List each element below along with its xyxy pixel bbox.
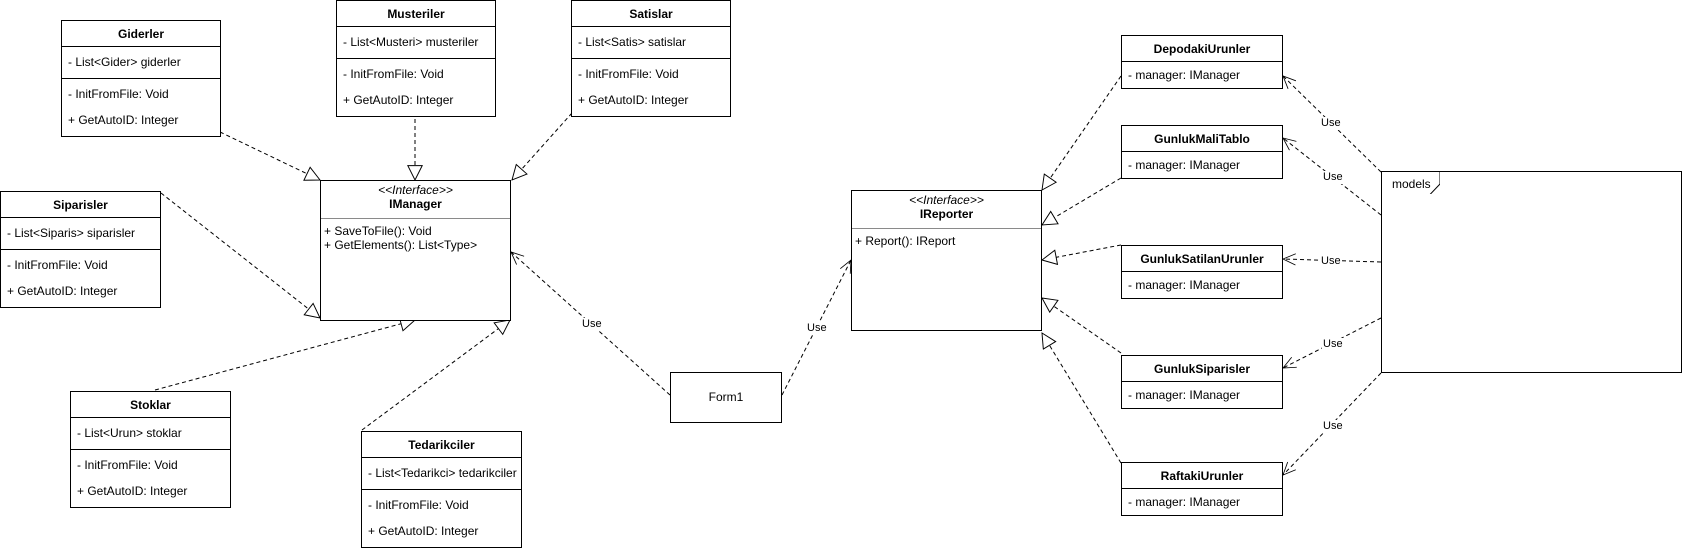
class-gunluk-mali-tablo[interactable]: GunlukMaliTablo - manager: IManager — [1121, 125, 1283, 179]
method: + GetAutoID: Integer — [68, 113, 179, 127]
frame-tab — [1382, 172, 1440, 194]
method: + GetElements(): List<Type> — [324, 238, 478, 252]
edge-satilan-ireporter — [1042, 244, 1122, 260]
edge-malitablo-ireporter — [1042, 177, 1122, 225]
edge-giderler-imanager — [219, 131, 320, 180]
class-name: Stoklar — [71, 392, 230, 418]
method: + GetAutoID: Integer — [343, 93, 454, 107]
class-musteriler[interactable]: Musteriler - List<Musteri> musteriler - … — [336, 0, 496, 117]
attribute: - List<Gider> giderler — [68, 55, 181, 69]
edge-form1-ireporter — [781, 260, 851, 396]
class-name: Siparisler — [1, 192, 160, 218]
edge-raftaki-ireporter — [1042, 333, 1122, 464]
class-tedarikciler[interactable]: Tedarikciler - List<Tedarikci> tedarikci… — [361, 431, 522, 548]
interface-imanager[interactable]: <<Interface>> IManager + SaveToFile(): V… — [320, 180, 511, 321]
separator — [852, 228, 1041, 229]
models-frame[interactable]: models — [1381, 171, 1682, 373]
edge-gunluksiparis-ireporter — [1042, 298, 1122, 354]
class-name: Musteriler — [337, 1, 495, 27]
class-gunluk-satilan-urunler[interactable]: GunlukSatilanUrunler - manager: IManager — [1121, 245, 1283, 299]
attribute: - manager: IManager — [1128, 495, 1241, 509]
class-name: Satislar — [572, 1, 730, 27]
method: + GetAutoID: Integer — [368, 524, 479, 538]
method: - InitFromFile: Void — [7, 258, 108, 272]
separator — [321, 218, 510, 219]
edge-label-use-malitablo: Use — [1322, 171, 1344, 184]
stereotype: <<Interface>> — [378, 183, 453, 197]
class-raftaki-urunler[interactable]: RaftakiUrunler - manager: IManager — [1121, 462, 1283, 516]
method: - InitFromFile: Void — [343, 67, 444, 81]
edge-tedarikciler-imanager — [361, 320, 510, 431]
edge-models-gunluksiparis — [1283, 317, 1382, 368]
edge-label-use-form1-ireporter: Use — [806, 322, 828, 335]
interface-name: IReporter — [919, 207, 974, 221]
method: + GetAutoID: Integer — [7, 284, 118, 298]
method: + Report(): IReport — [855, 234, 956, 248]
class-name: RaftakiUrunler — [1122, 463, 1282, 489]
edge-models-depodaki — [1283, 76, 1382, 173]
edge-label-use-form1-imanager: Use — [581, 318, 603, 331]
attribute: - manager: IManager — [1128, 388, 1241, 402]
attribute: - List<Tedarikci> tedarikciler — [368, 466, 517, 480]
class-satislar[interactable]: Satislar - List<Satis> satislar - InitFr… — [571, 0, 731, 117]
attribute: - List<Siparis> siparisler — [7, 226, 136, 240]
attribute: - List<Urun> stoklar — [77, 426, 182, 440]
edge-label-use-raftaki: Use — [1322, 420, 1344, 433]
edge-label-use-gunluksiparis: Use — [1322, 338, 1344, 351]
class-form1[interactable]: Form1 — [670, 372, 782, 423]
attribute: - manager: IManager — [1128, 158, 1241, 172]
class-siparisler[interactable]: Siparisler - List<Siparis> siparisler - … — [0, 191, 161, 308]
edge-label-use-depodaki: Use — [1320, 117, 1342, 130]
class-depodaki-urunler[interactable]: DepodakiUrunler - manager: IManager — [1121, 35, 1283, 89]
method: - InitFromFile: Void — [578, 67, 679, 81]
edge-siparisler-imanager — [160, 192, 320, 318]
stereotype: <<Interface>> — [909, 193, 984, 207]
interface-ireporter[interactable]: <<Interface>> IReporter + Report(): IRep… — [851, 190, 1042, 331]
class-name: GunlukSiparisler — [1122, 356, 1282, 382]
method: - InitFromFile: Void — [77, 458, 178, 472]
attribute: - manager: IManager — [1128, 68, 1241, 82]
frame-label: models — [1392, 177, 1431, 191]
class-name: DepodakiUrunler — [1122, 36, 1282, 62]
interface-name: IManager — [389, 197, 442, 211]
class-name: GunlukSatilanUrunler — [1122, 246, 1282, 272]
class-gunluk-siparisler[interactable]: GunlukSiparisler - manager: IManager — [1121, 355, 1283, 409]
method: - InitFromFile: Void — [68, 87, 169, 101]
attribute: - List<Satis> satislar — [578, 35, 687, 49]
edge-satislar-imanager — [512, 112, 573, 180]
method: + GetAutoID: Integer — [77, 484, 188, 498]
class-name: Form1 — [708, 390, 744, 404]
class-name: Tedarikciler — [362, 432, 521, 458]
edge-stoklar-imanager — [154, 320, 415, 391]
class-giderler[interactable]: Giderler - List<Gider> giderler - InitFr… — [61, 20, 221, 137]
class-name: Giderler — [62, 21, 220, 47]
method: + SaveToFile(): Void — [324, 224, 432, 238]
class-name: GunlukMaliTablo — [1122, 126, 1282, 152]
attribute: - manager: IManager — [1128, 278, 1241, 292]
edge-label-use-satilan: Use — [1320, 255, 1342, 268]
attribute: - List<Musteri> musteriler — [343, 35, 479, 49]
edge-depodaki-ireporter — [1042, 75, 1122, 190]
method: - InitFromFile: Void — [368, 498, 469, 512]
class-stoklar[interactable]: Stoklar - List<Urun> stoklar - InitFromF… — [70, 391, 231, 508]
method: + GetAutoID: Integer — [578, 93, 689, 107]
